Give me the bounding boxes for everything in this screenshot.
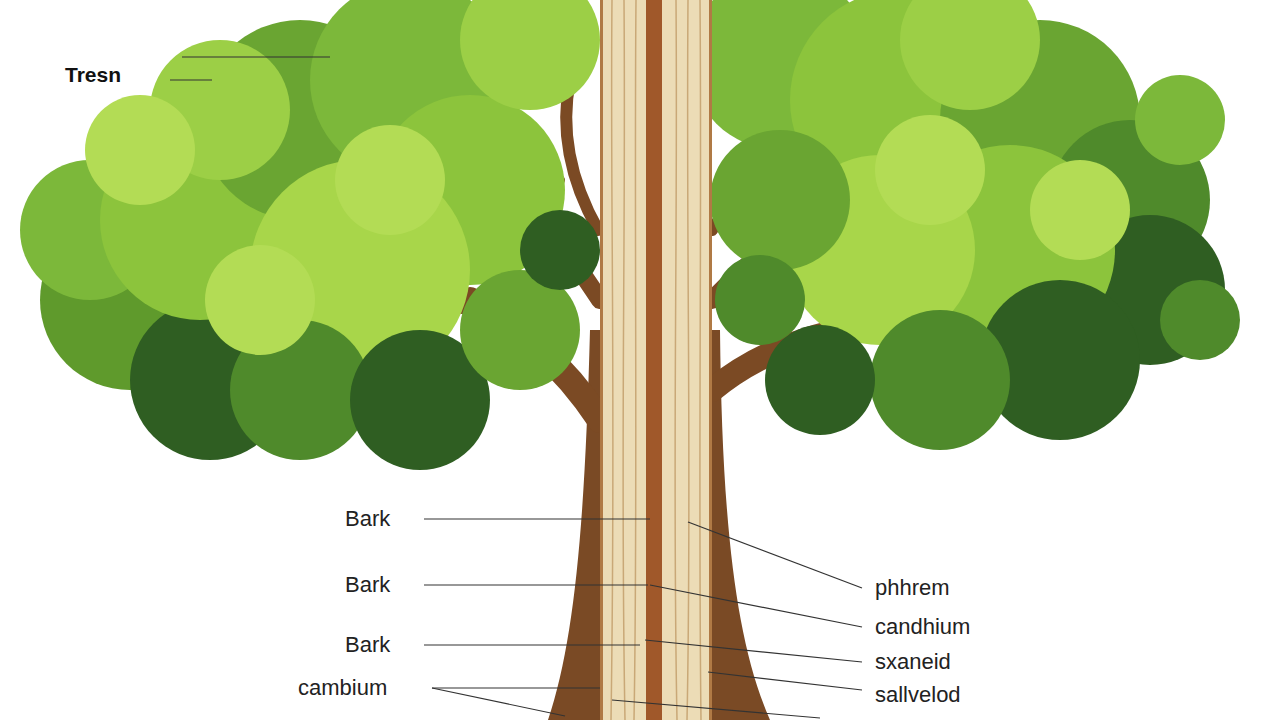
heart-stripe (646, 0, 662, 720)
part-label: candhium (875, 616, 970, 638)
wood-strip (600, 0, 712, 720)
strip-edge (709, 0, 712, 720)
part-label: Bark (345, 634, 390, 656)
part-label: sallvelod (875, 684, 961, 706)
wood-grain (611, 0, 701, 720)
title-label: Tresn (65, 64, 121, 85)
part-label: Bark (345, 574, 390, 596)
part-label: cambium (298, 677, 387, 699)
leader-lines (170, 57, 862, 718)
part-label: sxaneid (875, 651, 951, 673)
strip-edge (600, 0, 603, 720)
part-label: phhrem (875, 577, 950, 599)
part-label: Bark (345, 508, 390, 530)
